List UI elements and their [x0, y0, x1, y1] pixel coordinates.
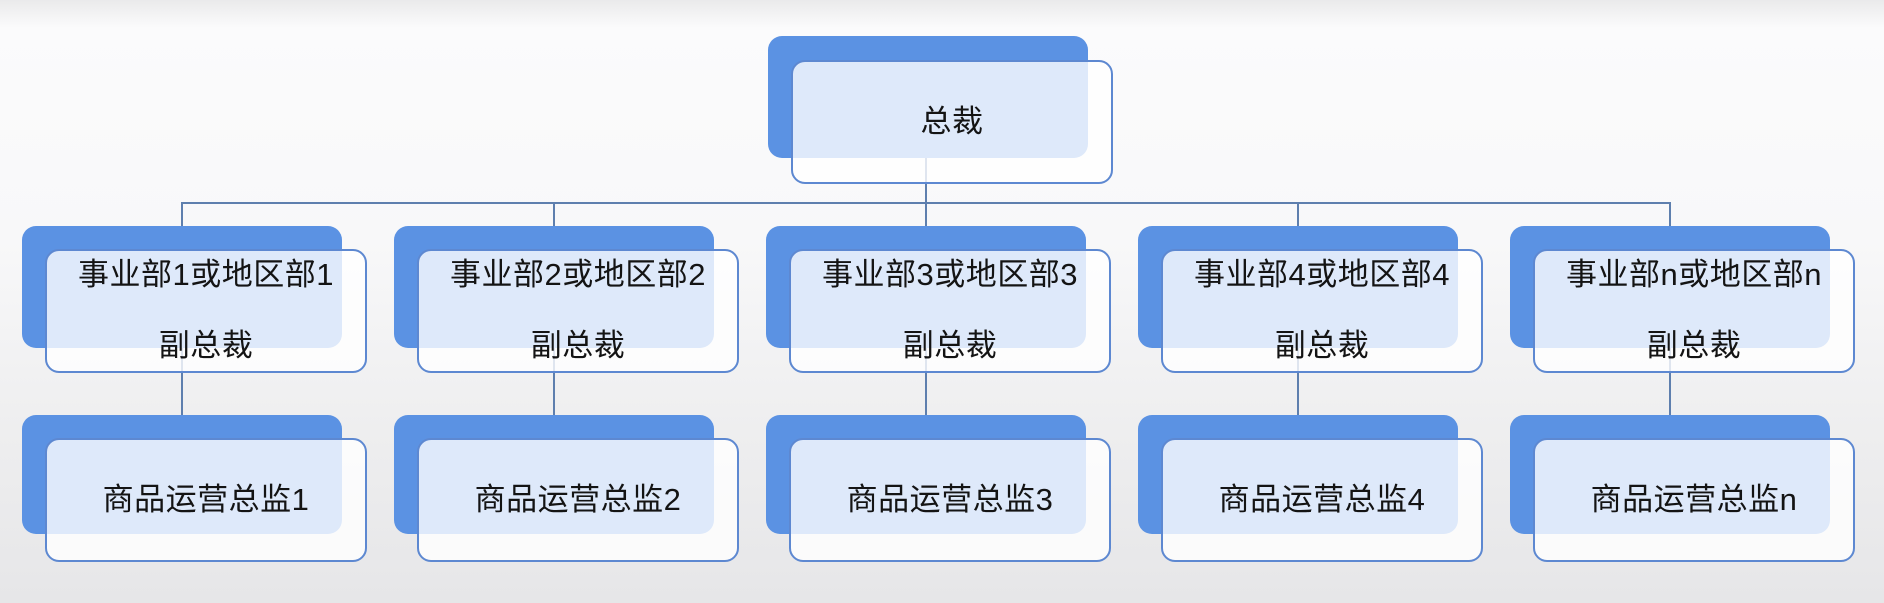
node-card: 商品运营总监1 — [45, 438, 367, 562]
node-label-line2: 副总裁 — [902, 328, 998, 363]
connector-drop-vp1 — [181, 202, 183, 227]
node-card: 事业部1或地区部1 副总裁 — [45, 249, 367, 373]
node-card: 商品运营总监4 — [1161, 438, 1483, 562]
node-label-line2: 副总裁 — [530, 328, 626, 363]
node-label-line1: 事业部3或地区部3 — [822, 257, 1078, 293]
connector-vp2-director2 — [553, 348, 555, 416]
node-card: 商品运营总监3 — [789, 438, 1111, 562]
node-card: 商品运营总监2 — [417, 438, 739, 562]
connector-vpn-directorn — [1669, 348, 1671, 416]
node-card: 事业部2或地区部2 副总裁 — [417, 249, 739, 373]
node-card: 商品运营总监n — [1533, 438, 1855, 562]
node-label: 商品运营总监3 — [846, 481, 1054, 517]
node-card: 事业部n或地区部n 副总裁 — [1533, 249, 1855, 373]
connector-drop-vp4 — [1297, 202, 1299, 227]
node-label-line2: 副总裁 — [1274, 328, 1370, 363]
connector-drop-vpn — [1669, 202, 1671, 227]
node-label-line1: 事业部2或地区部2 — [450, 257, 706, 293]
node-label-line1: 事业部4或地区部4 — [1194, 257, 1450, 293]
connector-vp1-director1 — [181, 348, 183, 416]
node-label: 总裁 — [920, 103, 984, 139]
node-label-line2: 副总裁 — [158, 328, 254, 363]
node-label: 商品运营总监1 — [102, 481, 310, 517]
node-card: 事业部4或地区部4 副总裁 — [1161, 249, 1483, 373]
connector-vp3-director3 — [925, 348, 927, 416]
connector-vp4-director4 — [1297, 348, 1299, 416]
node-label: 商品运营总监n — [1590, 481, 1798, 517]
node-label: 商品运营总监4 — [1218, 481, 1426, 517]
node-label: 商品运营总监2 — [474, 481, 682, 517]
node-label-line2: 副总裁 — [1646, 328, 1742, 363]
node-card: 事业部3或地区部3 副总裁 — [789, 249, 1111, 373]
node-label-line1: 事业部1或地区部1 — [78, 257, 334, 293]
node-label-line1: 事业部n或地区部n — [1566, 257, 1822, 293]
connector-drop-vp2 — [553, 202, 555, 227]
node-card: 总裁 — [791, 60, 1113, 184]
connector-root-vertical — [925, 158, 927, 227]
connector-horizontal-rail — [181, 202, 1671, 204]
